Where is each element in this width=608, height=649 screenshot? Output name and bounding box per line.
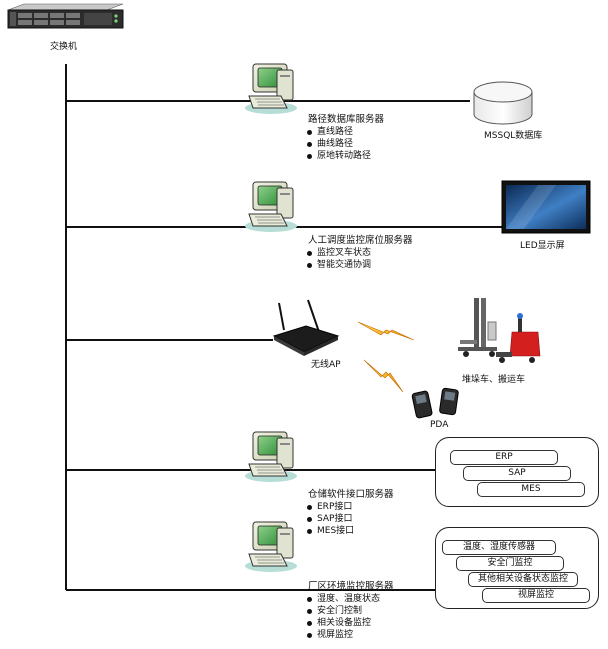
pda-handheld-icon: [411, 387, 459, 419]
software-system-pill: MES: [477, 482, 585, 497]
server-4-item: 湿度、温度状态: [306, 593, 380, 605]
server-3-item-list: ERP接口 SAP接口 MES接口: [306, 501, 354, 537]
server-2-item: 智能交通协调: [306, 259, 371, 271]
server-1-item: 原地转动路径: [306, 150, 371, 162]
server-1-item-list: 直线路径 曲线路径 原地转动路径: [306, 126, 371, 162]
env-system-pill: 安全门监控: [456, 556, 564, 571]
vehicles-label: 堆垛车、搬运车: [462, 375, 526, 385]
server-1-title: 路径数据库服务器: [308, 114, 385, 125]
server-2-item-list: 监控叉车状态 智能交通协调: [306, 247, 371, 271]
wifi-router-icon: [272, 299, 340, 356]
led-screen-icon: [501, 180, 591, 234]
rack-switch-icon: [7, 3, 124, 29]
server-3-item: MES接口: [306, 525, 354, 537]
software-system-pill: SAP: [463, 466, 571, 481]
wireless-signal-icon-1: [357, 321, 415, 341]
server-4-item: 视屏监控: [306, 629, 380, 641]
server-1-item: 直线路径: [306, 126, 371, 138]
server-4-item-list: 湿度、温度状态 安全门控制 相关设备监控 视屏监控: [306, 593, 380, 641]
switch-label: 交换机: [50, 42, 78, 52]
server-4-title: 厂区环境监控服务器: [308, 581, 394, 592]
server-4-item: 相关设备监控: [306, 617, 380, 629]
server-1-item: 曲线路径: [306, 138, 371, 150]
software-system-pill: ERP: [450, 450, 558, 465]
database-cylinder-icon: [473, 81, 533, 125]
server-computer-icon-2: [244, 181, 298, 233]
server-computer-icon-3: [244, 431, 298, 483]
server-3-title: 仓储软件接口服务器: [308, 489, 394, 500]
database-label: MSSQL数据库: [484, 131, 543, 141]
display-label: LED显示屏: [520, 241, 565, 251]
server-computer-icon-1: [244, 63, 298, 115]
env-system-pill: 其他相关设备状态监控: [468, 572, 578, 587]
forklift-icon: [458, 298, 541, 363]
server-computer-icon-4: [244, 521, 298, 573]
server-4-item: 安全门控制: [306, 605, 380, 617]
server-3-item: SAP接口: [306, 513, 354, 525]
wireless-signal-icon-2: [363, 359, 404, 393]
env-system-pill: 温度、湿度传感器: [442, 540, 556, 555]
pda-label: PDA: [430, 420, 449, 430]
server-3-item: ERP接口: [306, 501, 354, 513]
server-2-title: 人工调度监控席位服务器: [308, 235, 413, 246]
env-system-pill: 视屏监控: [482, 588, 590, 603]
wireless-label: 无线AP: [311, 360, 341, 370]
server-2-item: 监控叉车状态: [306, 247, 371, 259]
